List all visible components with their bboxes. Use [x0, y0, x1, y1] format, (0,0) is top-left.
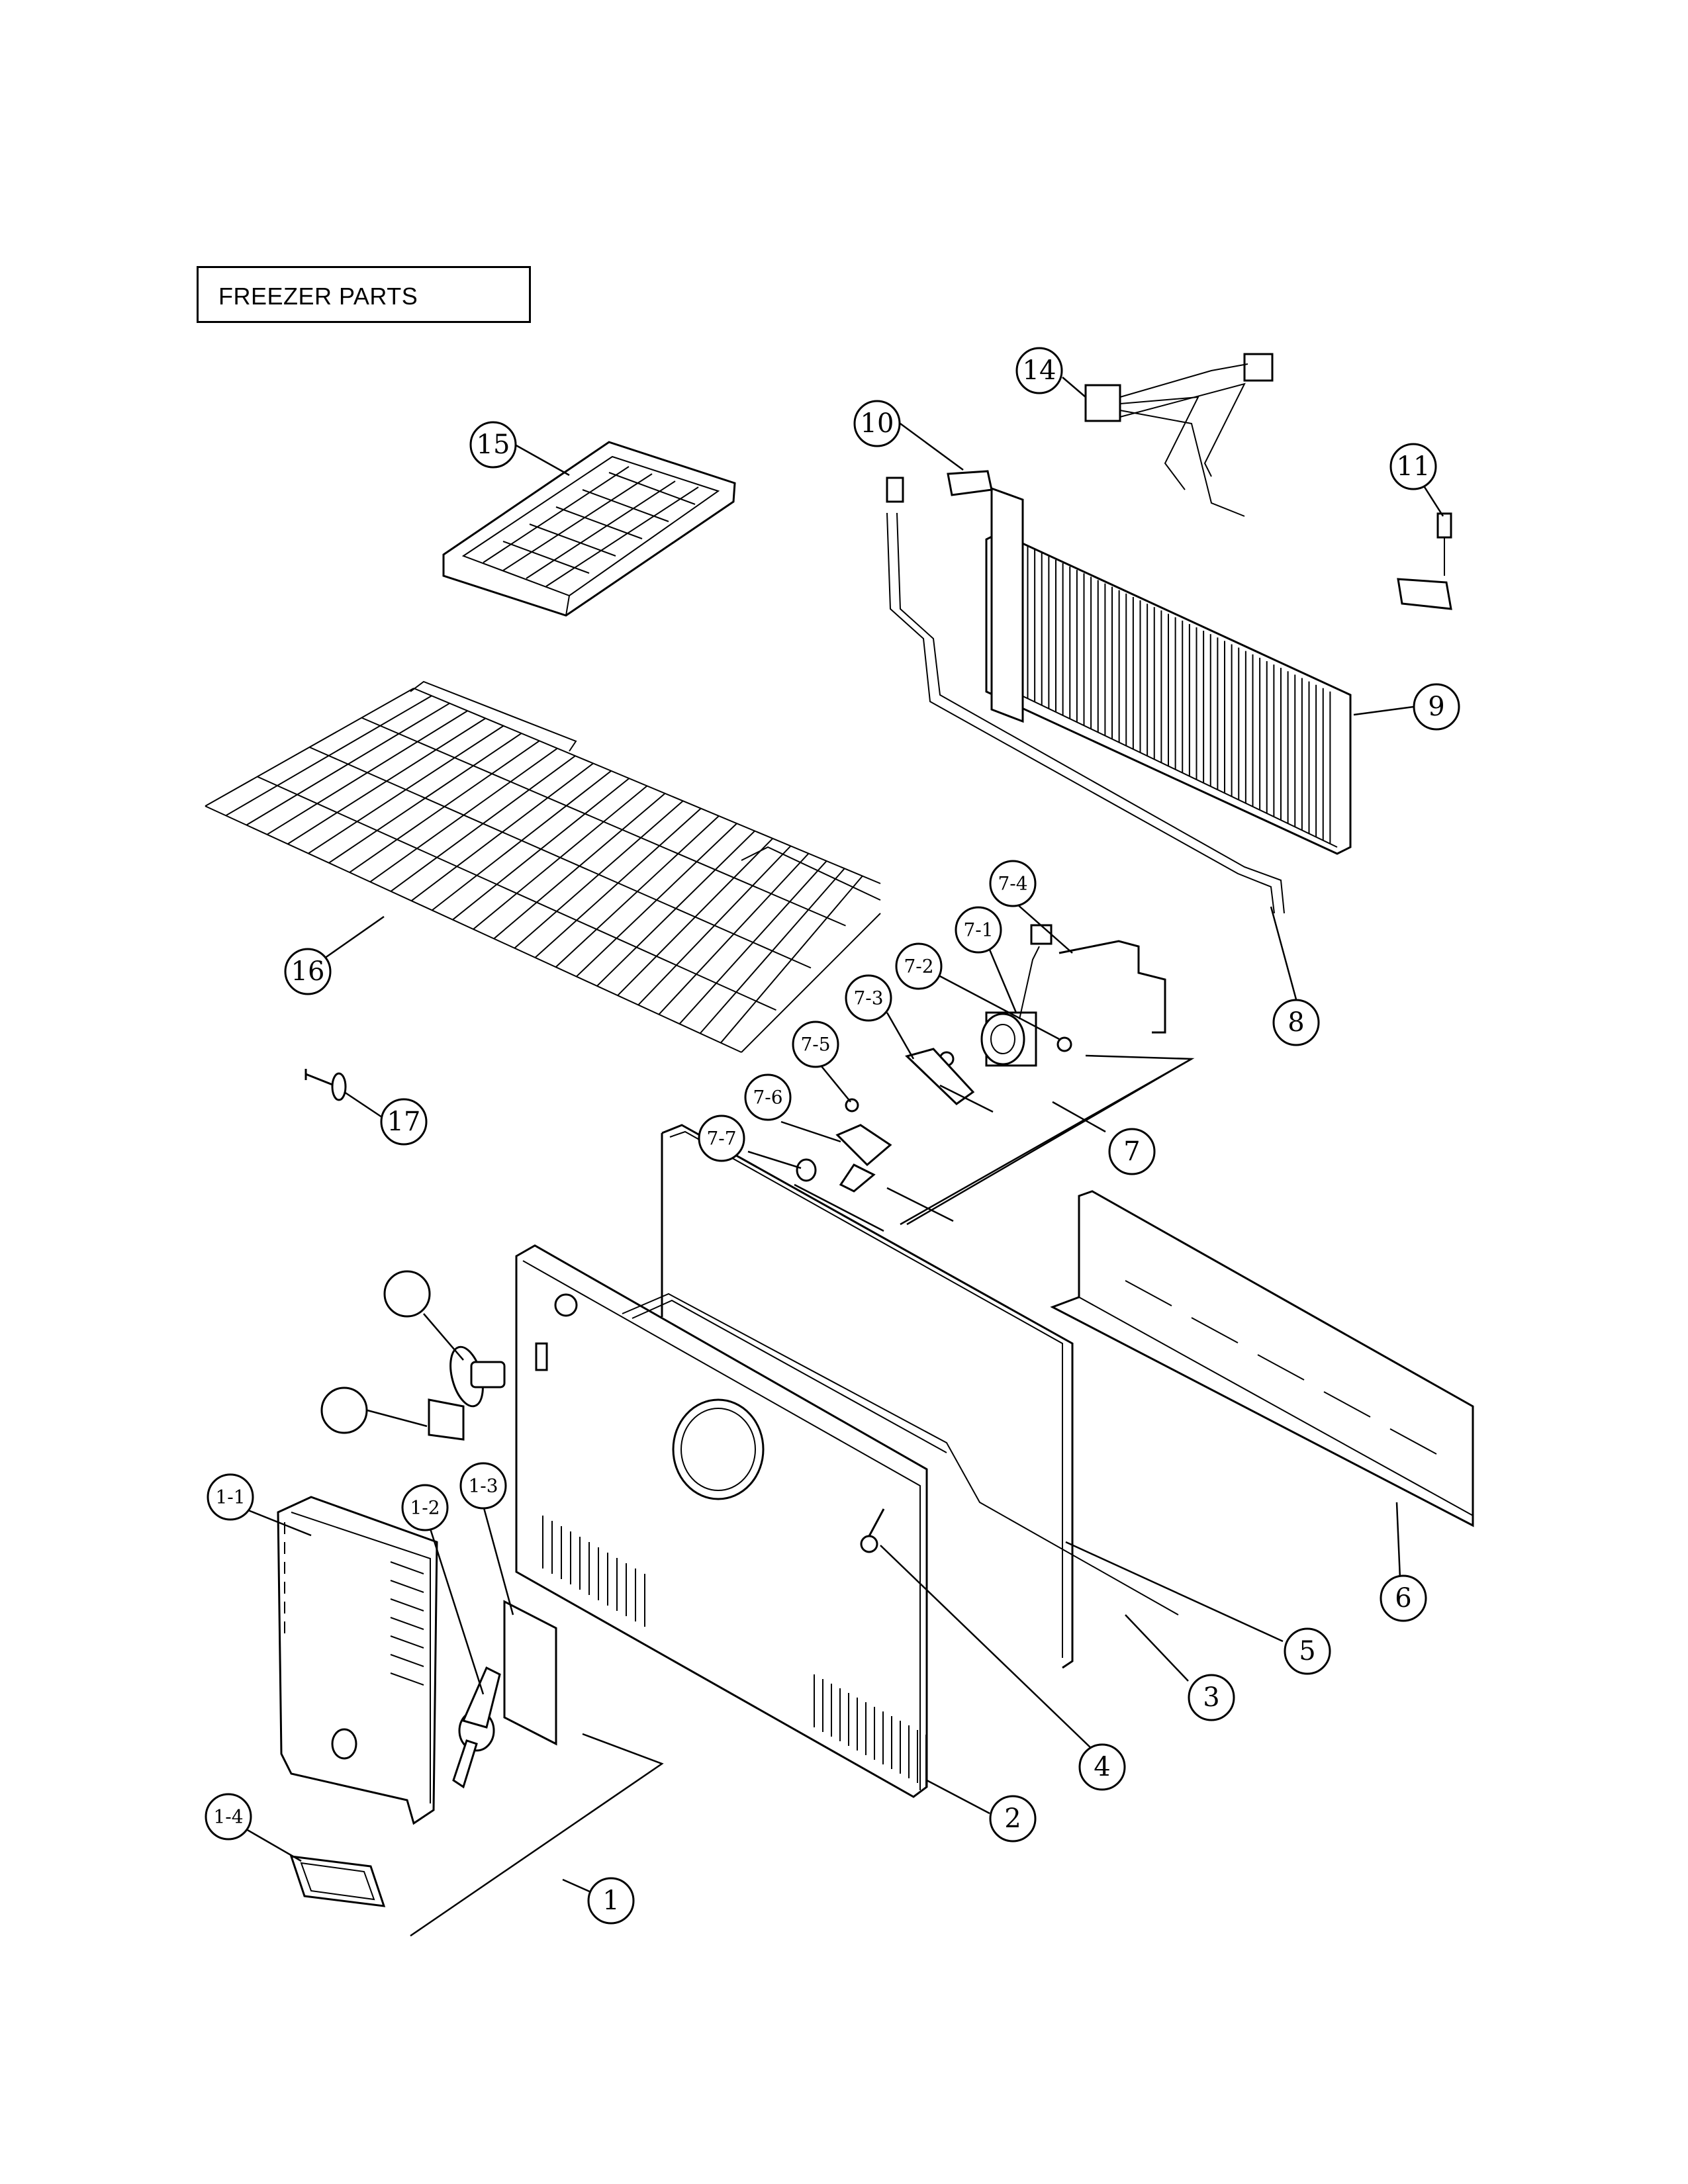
leader-lines [241, 377, 1444, 1894]
callout-7-5: 7-5 [792, 1021, 839, 1068]
diagram-title-box: FREEZER PARTS [197, 266, 531, 323]
callout-8: 8 [1272, 999, 1320, 1046]
callout-7-1: 7-1 [955, 906, 1002, 954]
callout-7-7-label: 7-7 [706, 1128, 736, 1150]
callout-13-label: 15 [477, 430, 510, 460]
callout-5: 5 [1284, 1627, 1331, 1675]
part-fan-plate [503, 1600, 557, 1746]
callout-10-label: 10 [861, 408, 894, 439]
callout-2-label: 2 [1004, 1803, 1021, 1834]
part-drain-heater [886, 477, 1285, 914]
callout-8-label: 8 [1288, 1007, 1304, 1038]
callout-7-label: 7 [1123, 1136, 1140, 1167]
part-fan-motor-assembly [794, 924, 1195, 1232]
diagram-title: FREEZER PARTS [218, 283, 418, 310]
callout-9: 9 [1413, 683, 1460, 731]
callout-11: 11 [1389, 443, 1437, 490]
group-bracket-part-1 [410, 1733, 664, 1937]
callout-1-1-label: 1-1 [215, 1486, 245, 1508]
callout-3-label: 3 [1203, 1682, 1219, 1713]
part-small-fan [452, 1666, 501, 1789]
callout-7-4: 7-4 [989, 860, 1037, 907]
callout-6-label: 6 [1395, 1583, 1411, 1614]
part-rear-panel [515, 1244, 928, 1798]
callout-1-3-label: 1-3 [468, 1475, 498, 1497]
callout-7-1-label: 7-1 [963, 919, 993, 941]
callout-7-6: 7-6 [744, 1073, 792, 1121]
part-gasket-frame [661, 1124, 1074, 1669]
part-thermistor [1397, 512, 1452, 610]
callout-6: 6 [1380, 1574, 1427, 1622]
callout-1-2: 1-2 [401, 1484, 449, 1531]
callout-1-4-label: 1-4 [213, 1806, 243, 1828]
callout-17 [320, 1387, 368, 1434]
part-evaporator [985, 486, 1352, 855]
part-sensor-clip [947, 470, 993, 496]
callout-7-3: 7-3 [845, 974, 892, 1022]
part-cover-gasket [289, 1855, 386, 1907]
part-ice-tray [442, 441, 736, 617]
callout-1-1: 1-1 [207, 1473, 254, 1521]
callout-7-5-label: 7-5 [800, 1034, 830, 1056]
callout-7: 7 [1108, 1128, 1156, 1175]
callout-16 [383, 1270, 431, 1318]
part-wire-harness [1084, 353, 1274, 517]
part-clip [305, 1069, 347, 1101]
callout-12: 14 [1015, 347, 1063, 394]
callout-1: 1 [587, 1877, 635, 1925]
callout-15-label: 17 [387, 1107, 421, 1137]
callout-2: 2 [989, 1795, 1037, 1843]
part-fan-cover [277, 1496, 438, 1825]
callout-7-3-label: 7-3 [853, 987, 883, 1009]
part-wire-shelf [205, 680, 881, 1053]
callout-14: 16 [284, 948, 332, 995]
callout-4: 4 [1078, 1743, 1126, 1791]
part-small-plate [428, 1398, 465, 1441]
callout-9-label: 9 [1428, 692, 1444, 722]
callout-4-label: 4 [1094, 1752, 1110, 1782]
callout-1-3: 1-3 [459, 1462, 507, 1510]
callout-7-7: 7-7 [698, 1115, 745, 1162]
part-mounting-rail [1050, 1190, 1474, 1527]
callout-1-label: 1 [602, 1886, 619, 1916]
callout-3: 3 [1188, 1674, 1235, 1721]
callout-5-label: 5 [1299, 1636, 1315, 1666]
callout-7-2-label: 7-2 [904, 956, 933, 978]
callout-7-4-label: 7-4 [998, 873, 1027, 895]
callout-1-4: 1-4 [205, 1793, 252, 1841]
part-inner-frame [622, 1293, 1179, 1615]
part-damper-knob [449, 1345, 506, 1408]
callout-1-2-label: 1-2 [410, 1497, 440, 1519]
callout-14-label: 16 [291, 956, 325, 987]
callout-10: 10 [853, 400, 901, 447]
callout-7-2: 7-2 [895, 942, 943, 990]
callout-12-label: 14 [1023, 355, 1056, 386]
callout-15: 17 [380, 1098, 428, 1146]
callout-7-6-label: 7-6 [753, 1087, 782, 1109]
callout-11-label: 11 [1397, 451, 1430, 482]
part-screw [860, 1508, 885, 1553]
callout-13: 15 [469, 421, 517, 469]
